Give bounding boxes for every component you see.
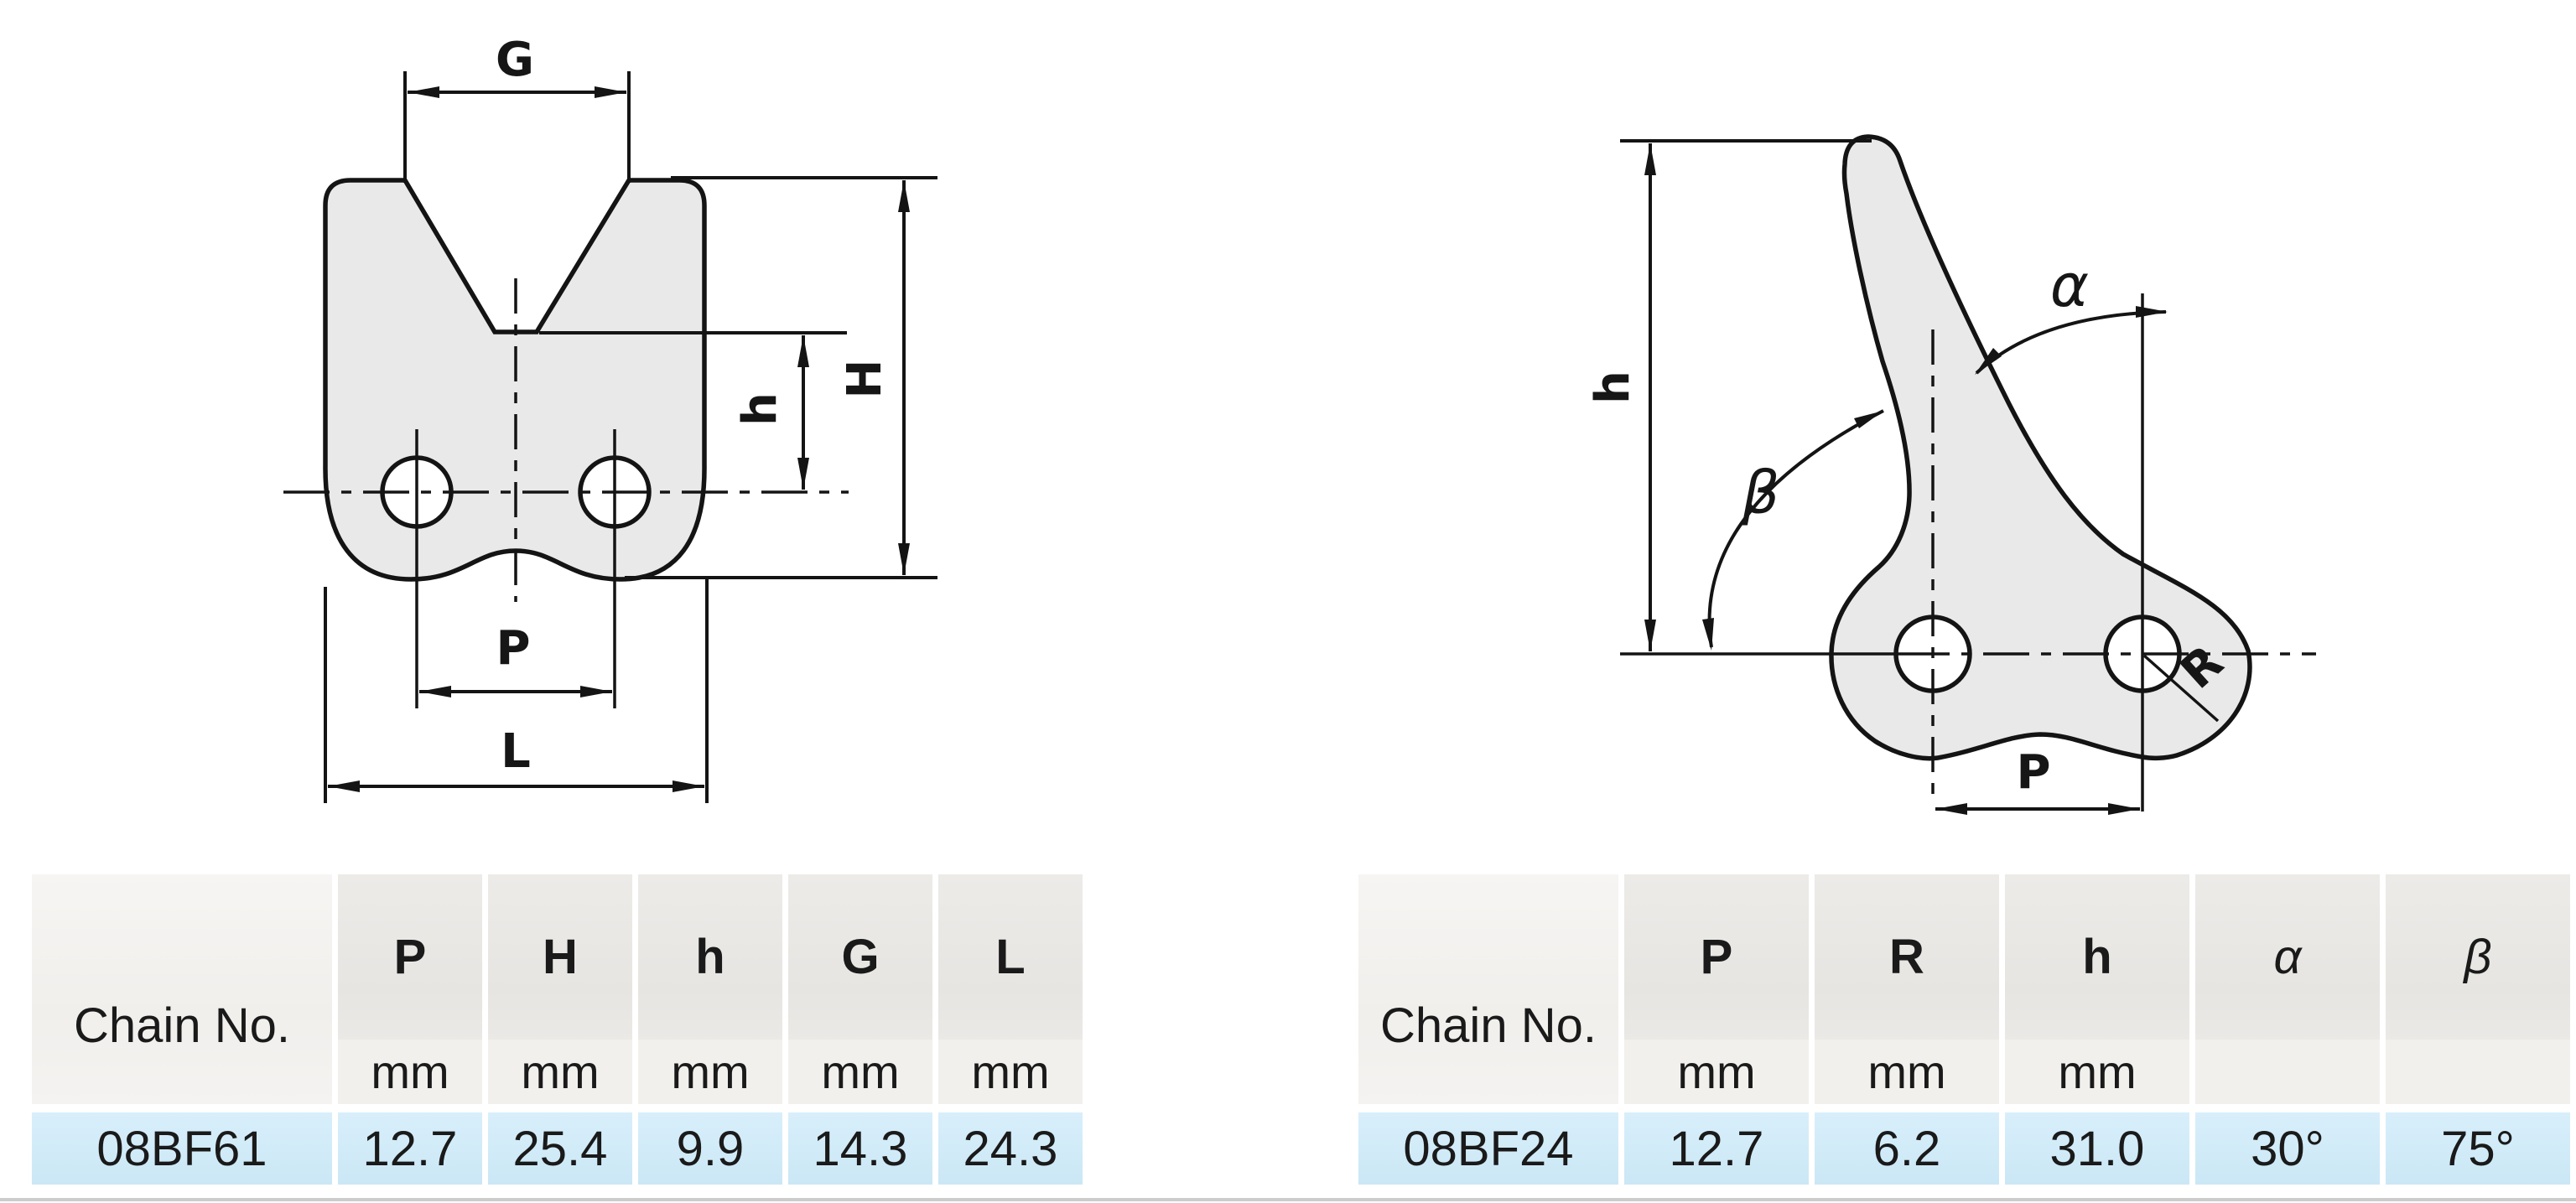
- left-chain-no-value: 08BF61: [32, 1112, 332, 1185]
- col-header: h: [638, 874, 782, 1040]
- label-h-right: h: [1586, 371, 1640, 404]
- row-gap: [32, 1104, 332, 1112]
- left-spec-table: Chain No. 08BF61 P mm 12.7 H mm 25.4 h m…: [32, 874, 1083, 1185]
- row-gap: [1358, 1104, 1618, 1112]
- right-table-col-h: h mm 31.0: [2005, 874, 2189, 1185]
- col-unit: mm: [1815, 1040, 1999, 1104]
- col-value: 31.0: [2005, 1112, 2189, 1185]
- col-header: P: [1624, 874, 1809, 1040]
- left-table-chain-column: Chain No. 08BF61: [32, 874, 332, 1185]
- dim-H: [625, 176, 937, 579]
- dim-alpha: [1975, 306, 2168, 375]
- col-value: 25.4: [488, 1112, 632, 1185]
- col-unit: mm: [938, 1040, 1083, 1104]
- col-unit: mm: [1624, 1040, 1809, 1104]
- row-gap: [638, 1104, 782, 1112]
- centerlines: [283, 278, 849, 708]
- row-gap: [488, 1104, 632, 1112]
- col-header: P: [338, 874, 482, 1040]
- dim-L: [324, 578, 709, 803]
- label-beta: β: [1742, 459, 1780, 527]
- dim-R: [2142, 654, 2220, 723]
- left-drawing: G H h P L: [283, 33, 937, 803]
- right-table-col-beta: β 75°: [2386, 874, 2570, 1185]
- col-header: G: [788, 874, 932, 1040]
- left-table-col-P: P mm 12.7: [338, 874, 482, 1185]
- hook-outline: [1829, 134, 2252, 761]
- right-chain-no-value: 08BF24: [1358, 1112, 1618, 1185]
- col-value: 9.9: [638, 1112, 782, 1185]
- col-header: β: [2386, 874, 2570, 1040]
- left-table-col-H: H mm 25.4: [488, 874, 632, 1185]
- col-value: 14.3: [788, 1112, 932, 1185]
- col-value: 12.7: [338, 1112, 482, 1185]
- hook-centerlines: [1620, 293, 2316, 812]
- col-unit: [2195, 1040, 2380, 1104]
- right-table-col-alpha: α 30°: [2195, 874, 2380, 1185]
- col-value: 30°: [2195, 1112, 2380, 1185]
- row-gap: [338, 1104, 482, 1112]
- col-unit: mm: [338, 1040, 482, 1104]
- left-table-col-G: G mm 14.3: [788, 874, 932, 1185]
- right-table-col-R: R mm 6.2: [1815, 874, 1999, 1185]
- dim-beta: [1702, 409, 1884, 651]
- row-gap: [1624, 1104, 1809, 1112]
- row-gap: [2195, 1104, 2380, 1112]
- left-table-col-L: L mm 24.3: [938, 874, 1083, 1185]
- dim-h-right: [1620, 139, 1872, 651]
- right-table-col-P: P mm 12.7: [1624, 874, 1809, 1185]
- col-value: 75°: [2386, 1112, 2570, 1185]
- row-gap: [1815, 1104, 1999, 1112]
- label-P-left: P: [496, 621, 530, 676]
- col-unit: [2386, 1040, 2570, 1104]
- label-P-right: P: [2016, 745, 2050, 800]
- col-header: h: [2005, 874, 2189, 1040]
- col-header: R: [1815, 874, 1999, 1040]
- col-unit: mm: [638, 1040, 782, 1104]
- right-drawing: h α β R P: [1586, 134, 2316, 815]
- label-H: H: [838, 360, 892, 399]
- left-table-col-h: h mm 9.9: [638, 874, 782, 1185]
- left-chain-no-header: Chain No.: [32, 874, 332, 1104]
- col-unit: mm: [788, 1040, 932, 1104]
- right-spec-table: Chain No. 08BF24 P mm 12.7 R mm 6.2 h mm…: [1358, 874, 2570, 1185]
- right-table-chain-column: Chain No. 08BF24: [1358, 874, 1618, 1185]
- bottom-rule: [0, 1198, 2576, 1201]
- label-L: L: [501, 724, 531, 779]
- dim-P-right: [1935, 803, 2140, 815]
- row-gap: [938, 1104, 1083, 1112]
- col-value: 12.7: [1624, 1112, 1809, 1185]
- col-header: H: [488, 874, 632, 1040]
- label-alpha: α: [2050, 251, 2089, 320]
- row-gap: [2386, 1104, 2570, 1112]
- col-header: L: [938, 874, 1083, 1040]
- drawings-canvas: G H h P L: [283, 33, 2316, 815]
- label-h-left: h: [733, 392, 787, 426]
- row-gap: [788, 1104, 932, 1112]
- dim-P: [419, 686, 612, 697]
- col-value: 24.3: [938, 1112, 1083, 1185]
- col-unit: mm: [2005, 1040, 2189, 1104]
- col-unit: mm: [488, 1040, 632, 1104]
- col-header: α: [2195, 874, 2380, 1040]
- label-G: G: [496, 33, 534, 87]
- dim-h: [539, 331, 847, 490]
- row-gap: [2005, 1104, 2189, 1112]
- col-value: 6.2: [1815, 1112, 1999, 1185]
- dim-G: [403, 71, 631, 183]
- right-chain-no-header: Chain No.: [1358, 874, 1618, 1104]
